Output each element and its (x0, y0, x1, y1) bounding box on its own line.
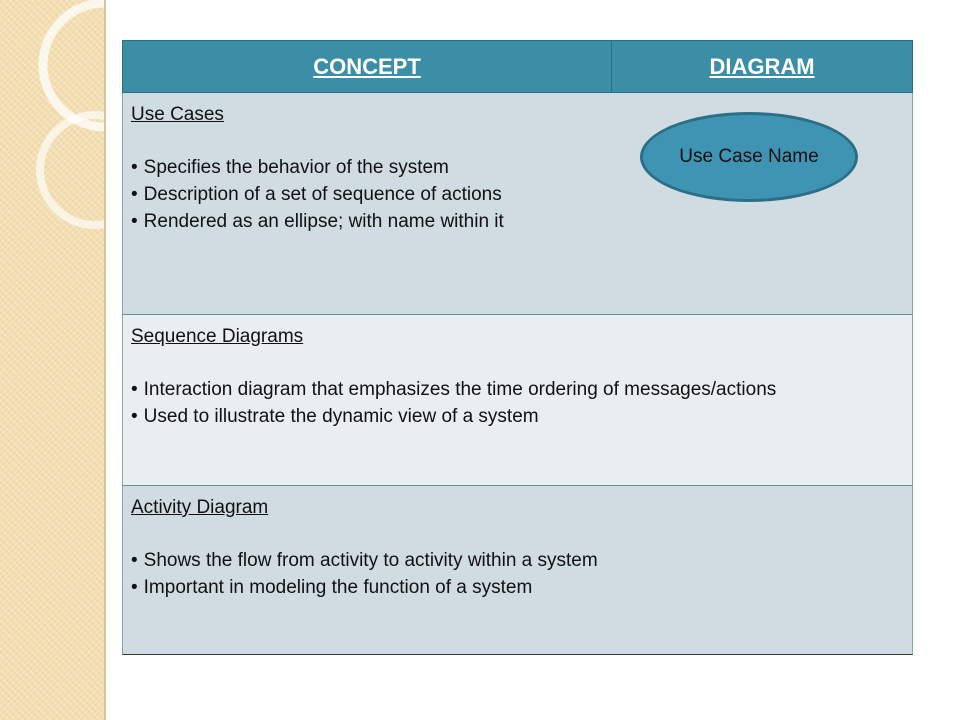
use-cases-bullets: Specifies the behavior of the system Des… (131, 154, 603, 235)
decorative-ring-small (36, 111, 104, 229)
sequence-diagrams-title: Sequence Diagrams (131, 326, 304, 347)
decorative-rings (36, 0, 104, 229)
use-cases-concept-cell: Use Cases Specifies the behavior of the … (122, 93, 612, 314)
decorative-ring-large (38, 0, 104, 132)
use-cases-bullet: Specifies the behavior of the system (131, 154, 603, 181)
header-diagram: DIAGRAM (611, 40, 913, 93)
use-cases-bullet: Description of a set of sequence of acti… (131, 181, 603, 208)
sequence-diagrams-bullets: Interaction diagram that emphasizes the … (131, 376, 904, 430)
activity-diagram-bullet: Important in modeling the function of a … (131, 574, 904, 601)
use-case-ellipse: Use Case Name (640, 112, 858, 202)
activity-diagram-title: Activity Diagram (131, 497, 269, 518)
header-concept: CONCEPT (122, 40, 612, 93)
activity-diagram-cell: Activity Diagram Shows the flow from act… (122, 485, 913, 655)
use-case-name-label: Use Case Name (679, 146, 819, 167)
sequence-diagrams-bullet: Used to illustrate the dynamic view of a… (131, 403, 904, 430)
activity-diagram-bullet: Shows the flow from activity to activity… (131, 547, 904, 574)
header-diagram-label: DIAGRAM (709, 53, 815, 79)
use-cases-title: Use Cases (131, 104, 224, 125)
use-cases-bullet: Rendered as an ellipse; with name within… (131, 208, 603, 235)
decorative-side-band (0, 0, 106, 720)
sequence-diagrams-cell: Sequence Diagrams Interaction diagram th… (122, 314, 913, 485)
sequence-diagrams-bullet: Interaction diagram that emphasizes the … (131, 376, 904, 403)
activity-diagram-bullets: Shows the flow from activity to activity… (131, 547, 904, 601)
header-concept-label: CONCEPT (313, 53, 421, 79)
